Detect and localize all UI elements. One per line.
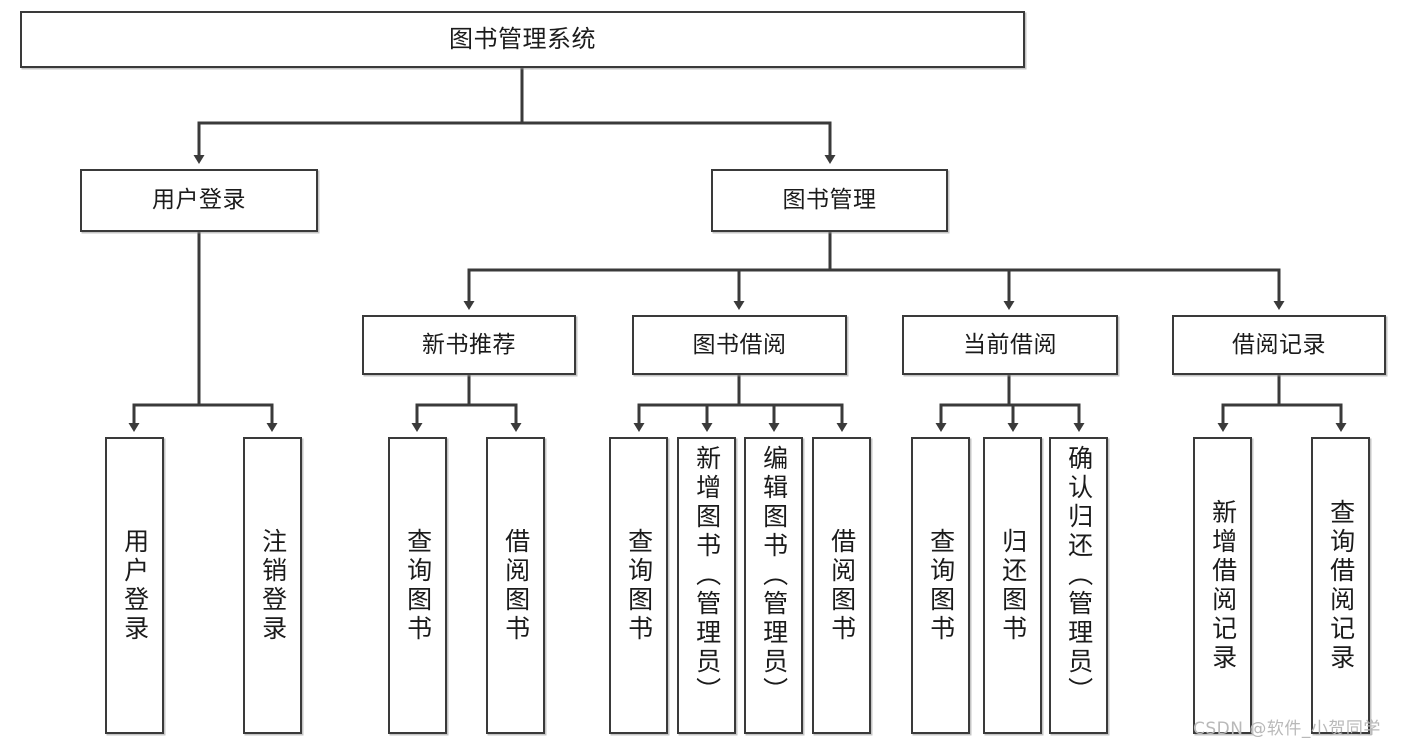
node-user-login[interactable]: 用户登录	[80, 169, 318, 232]
node-label: 图书借阅	[692, 331, 787, 358]
node-label: 查询图书	[926, 527, 956, 644]
node-label: 图书管理	[782, 187, 877, 214]
node-leaf-add-borrow-record[interactable]: 新增借阅记录	[1193, 437, 1252, 734]
node-current-borrow[interactable]: 当前借阅	[902, 315, 1118, 375]
node-leaf-query-borrow-record[interactable]: 查询借阅记录	[1311, 437, 1370, 734]
node-label: 注销登录	[258, 527, 288, 644]
node-new-book-recommend[interactable]: 新书推荐	[362, 315, 576, 375]
node-label: 归还图书	[998, 527, 1028, 644]
node-label: 查询借阅记录	[1326, 498, 1356, 673]
watermark-text: CSDN @软件_小贺同学	[1193, 719, 1381, 739]
node-label: 借阅图书	[501, 527, 531, 644]
node-leaf-query-book-recommend[interactable]: 查询图书	[388, 437, 447, 734]
node-label: 查询图书	[403, 527, 433, 644]
node-leaf-add-book-admin[interactable]: 新增图书（管理员）	[677, 437, 736, 734]
node-label: 用户登录	[120, 527, 150, 644]
node-label: 借阅记录	[1232, 331, 1326, 358]
node-label: 确认归还（管理员）	[1064, 445, 1094, 706]
node-label: 编辑图书（管理员）	[759, 445, 789, 706]
node-label: 新增图书（管理员）	[692, 445, 722, 706]
node-book-management[interactable]: 图书管理	[711, 169, 948, 232]
node-book-borrow[interactable]: 图书借阅	[632, 315, 847, 375]
node-label: 当前借阅	[963, 331, 1057, 358]
node-leaf-edit-book-admin[interactable]: 编辑图书（管理员）	[744, 437, 803, 734]
node-label: 查询图书	[624, 527, 654, 644]
node-borrow-records[interactable]: 借阅记录	[1172, 315, 1386, 375]
node-leaf-query-book-current[interactable]: 查询图书	[911, 437, 970, 734]
node-label: 用户登录	[152, 187, 246, 214]
node-label: 图书管理系统	[449, 24, 596, 53]
node-leaf-logout[interactable]: 注销登录	[243, 437, 302, 734]
node-leaf-user-login[interactable]: 用户登录	[105, 437, 164, 734]
node-label: 新书推荐	[422, 331, 516, 358]
node-leaf-confirm-return-admin[interactable]: 确认归还（管理员）	[1049, 437, 1108, 734]
node-label: 新增借阅记录	[1208, 498, 1238, 673]
node-leaf-query-book[interactable]: 查询图书	[609, 437, 668, 734]
node-label: 借阅图书	[827, 527, 857, 644]
node-root-system[interactable]: 图书管理系统	[20, 11, 1025, 68]
node-leaf-return-book[interactable]: 归还图书	[983, 437, 1042, 734]
node-leaf-borrow-book[interactable]: 借阅图书	[812, 437, 871, 734]
node-leaf-borrow-book-recommend[interactable]: 借阅图书	[486, 437, 545, 734]
